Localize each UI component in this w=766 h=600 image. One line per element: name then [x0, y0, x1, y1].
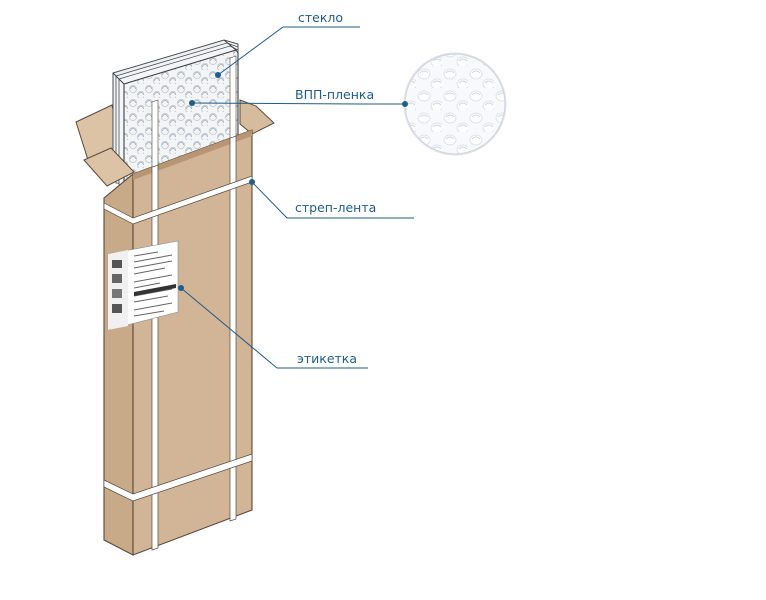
callout-dot-bubble [189, 100, 195, 106]
back-flap-right [239, 99, 275, 135]
label-icon-umbrella [112, 260, 122, 268]
box-opening-shade [133, 130, 252, 180]
label-icon-arrows [112, 289, 122, 298]
shipping-label [107, 240, 179, 331]
label-icon-stack [112, 304, 122, 313]
strap-over-glass-right [229, 55, 237, 139]
callout-dot-strap [249, 179, 255, 185]
label-shipping-tag: этикетка [297, 351, 357, 366]
callout-dot-tag [178, 285, 184, 291]
strap-horizontal-bottom [103, 453, 253, 502]
label-bubble-wrap: ВПП-пленка [295, 87, 375, 102]
callout-dot-glass [215, 72, 221, 78]
callout-lines [180, 26, 414, 369]
callout-line-glass [217, 26, 360, 76]
callout-line-bubble [191, 102, 361, 105]
callout-line-strap [251, 181, 414, 219]
label-text-lines [133, 251, 173, 317]
bubble-detail-zoom [403, 52, 507, 156]
label-icon-fragile [112, 274, 122, 283]
front-flap [83, 147, 135, 187]
strap-over-glass [151, 99, 159, 168]
label-strap: стреп-лента [295, 200, 377, 215]
callout-line-tag [180, 287, 368, 369]
label-glass: стекло [298, 10, 344, 25]
label-dark-bar [134, 284, 176, 296]
